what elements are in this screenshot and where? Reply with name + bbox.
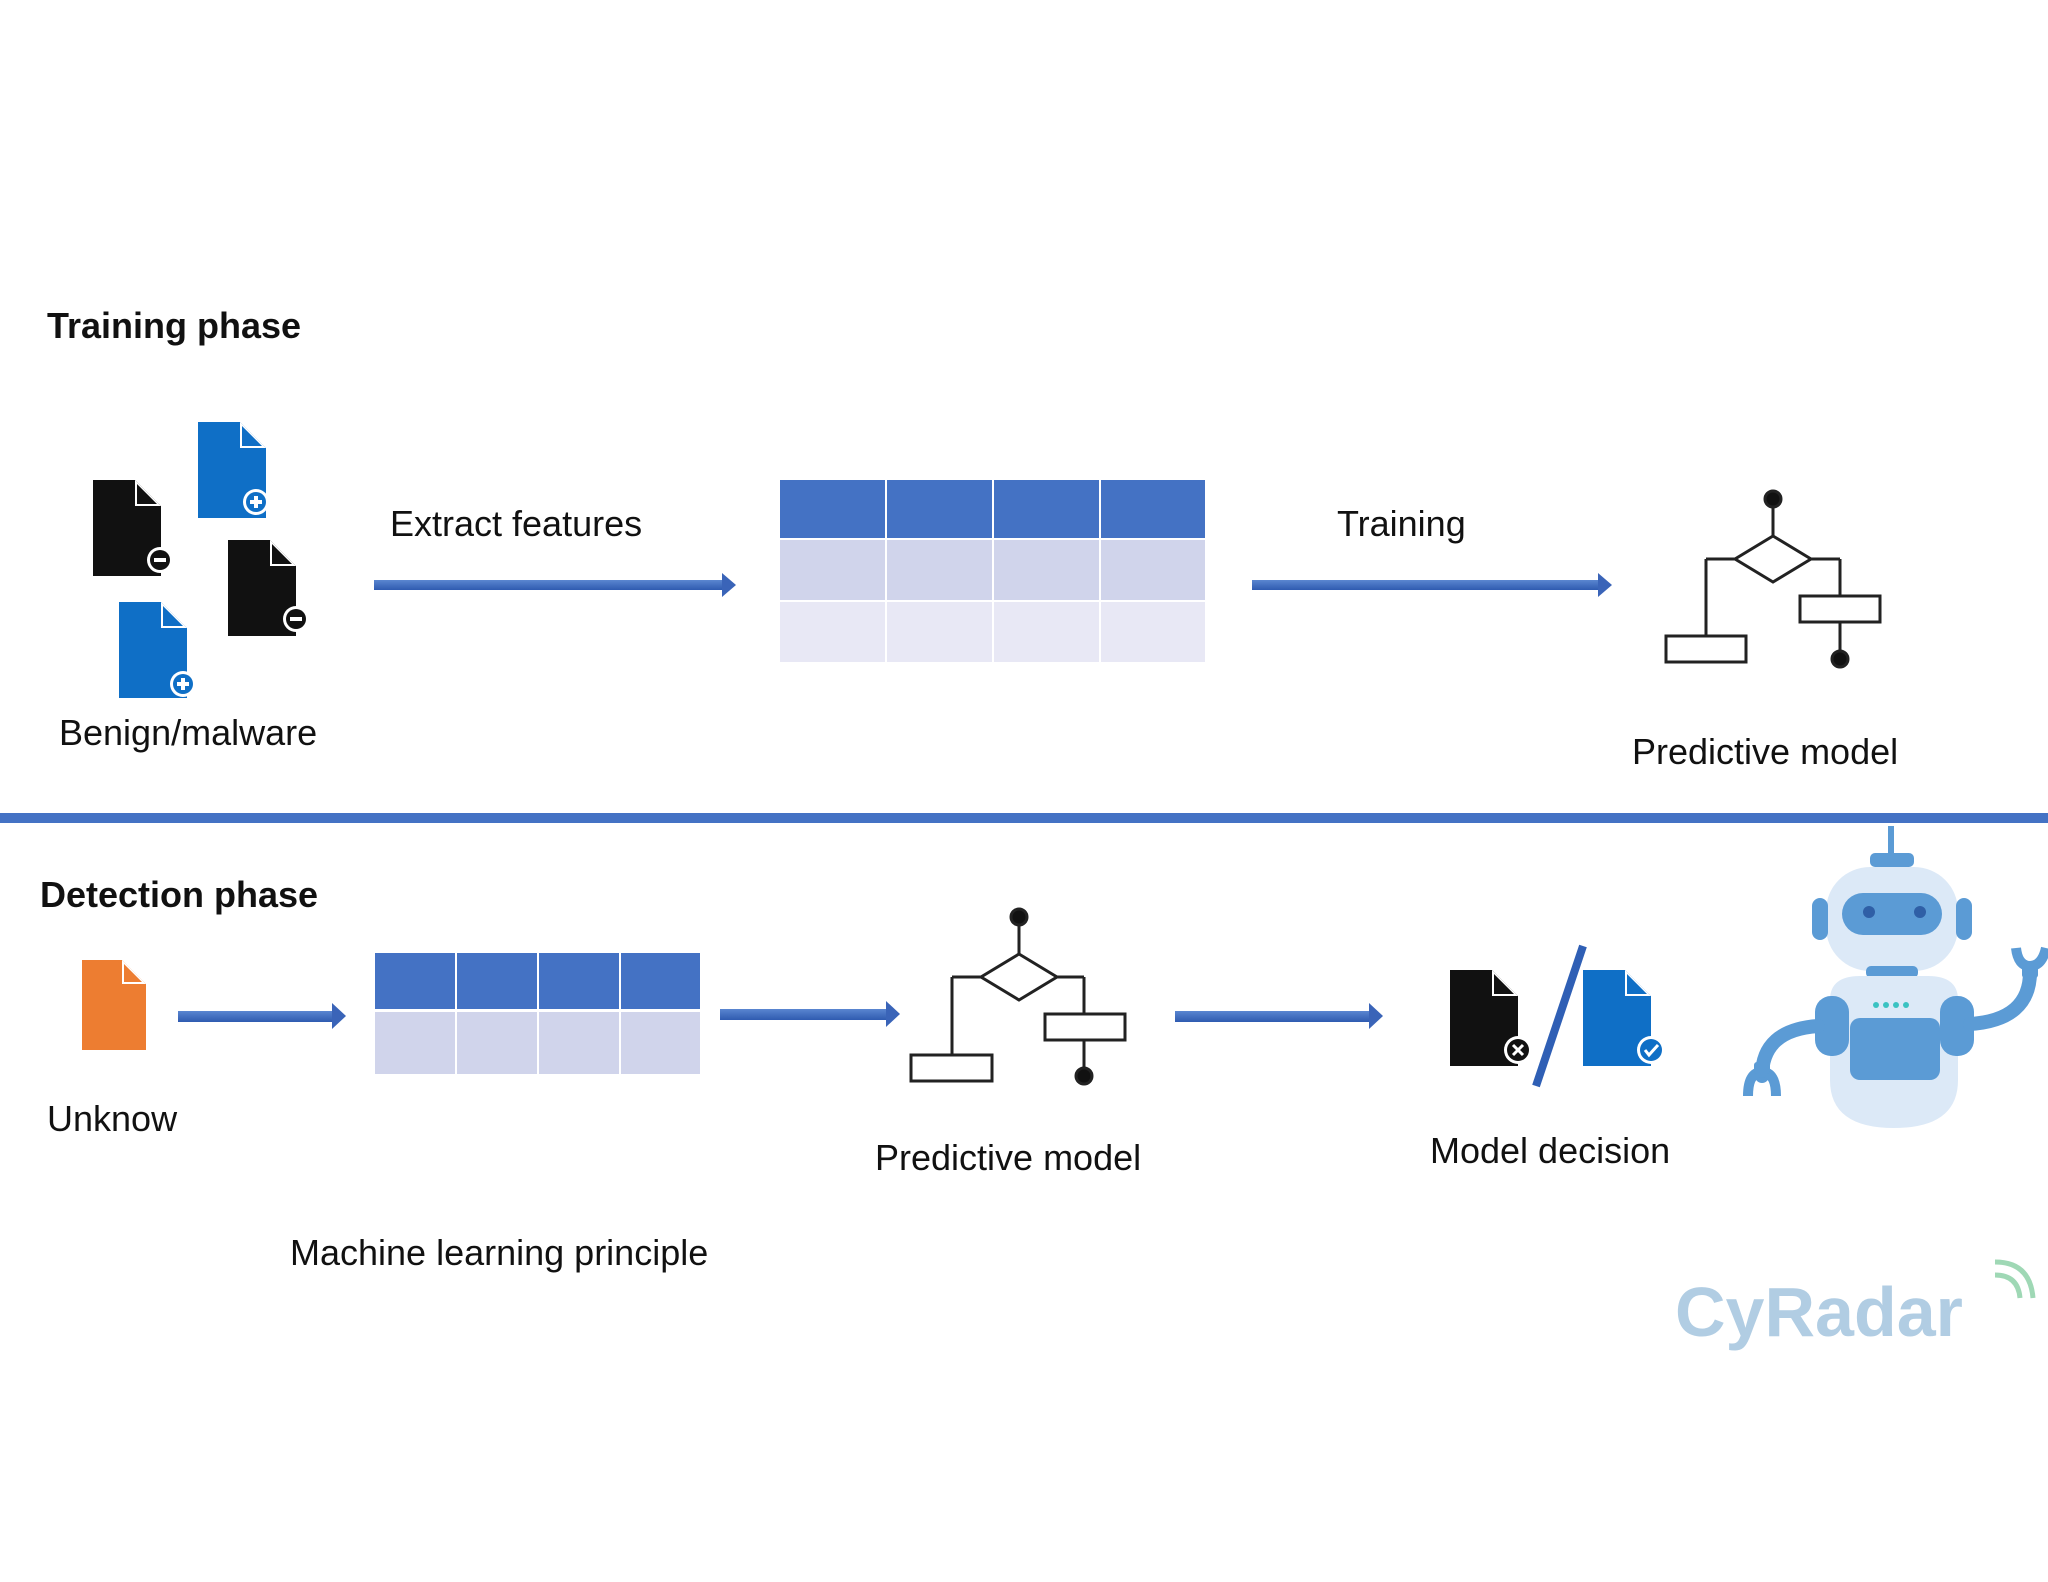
training-label: Training [1337,503,1466,544]
arrow-extract-features [374,573,736,597]
flowchart-icon [1664,489,1882,669]
malware-file-icon [1450,970,1532,1066]
arrow-detection-3 [1175,1003,1383,1029]
feature-table-training [780,480,1205,662]
predictive-model-label-training: Predictive model [1632,731,1898,772]
extract-features-label: Extract features [390,503,642,544]
black-file-minus-icon [228,540,309,636]
flowchart-icon [909,907,1127,1086]
ml-principle-label: Machine learning principle [290,1232,708,1273]
arrow-training [1252,573,1612,597]
detection-phase-title: Detection phase [40,874,318,915]
benign-file-check-icon [1583,970,1665,1066]
training-phase-title: Training phase [47,305,301,346]
model-decision-label: Model decision [1430,1130,1670,1171]
cyradar-watermark: CyRadar [1675,1259,2036,1351]
black-file-minus-icon [93,480,173,576]
arrow-detection-2 [720,1001,900,1027]
predictive-model-label-detection: Predictive model [875,1137,1141,1178]
watermark-text: CyRadar [1675,1273,1963,1351]
arrow-detection-1 [178,1003,346,1029]
unknown-label: Unknow [47,1098,178,1139]
blue-file-plus-icon [198,422,269,518]
unknown-file-icon [82,960,146,1050]
feature-table-detection [375,953,700,1074]
decision-separator [1532,944,1587,1088]
blue-file-plus-icon [119,602,196,698]
robot-icon [1743,826,2048,1128]
files-label: Benign/malware [59,712,317,753]
phase-divider [0,813,2048,823]
